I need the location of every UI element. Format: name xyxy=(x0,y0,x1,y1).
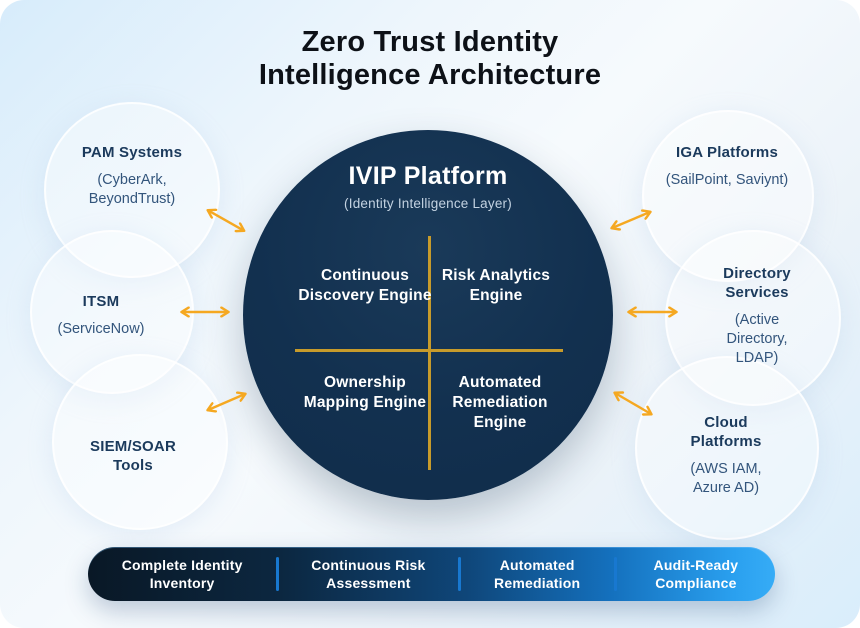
iga-detail: (SailPoint, Saviynt) xyxy=(665,172,789,188)
benefit-complete-identity-inventory: Complete Identity Inventory xyxy=(121,557,243,591)
engine-risk-analytics: Risk Analytics Engine xyxy=(441,267,551,304)
benefit-automated-remediation: Automated Remediation xyxy=(494,557,581,591)
pam-detail: (CyberArk, BeyondTrust) xyxy=(88,172,176,207)
external-system-itsm: ITSM (ServiceNow) xyxy=(31,292,171,339)
page-title-line2: Intelligence Architecture xyxy=(258,59,602,91)
page-title: Zero Trust Identity Intelligence Archite… xyxy=(0,26,860,92)
benefit-continuous-risk-assessment: Continuous Risk Assessment xyxy=(311,557,426,591)
engine-ownership-mapping: Ownership Mapping Engine xyxy=(303,374,427,411)
directory-name: Directory Services xyxy=(723,265,791,301)
ivip-platform-circle: IVIP Platform (Identity Intelligence Lay… xyxy=(243,130,613,500)
platform-name: IVIP Platform xyxy=(348,162,508,190)
directory-detail: (Active Directory, LDAP) xyxy=(726,312,788,366)
benefits-bar: Complete Identity Inventory Continuous R… xyxy=(88,547,775,601)
cloud-name: Cloud Platforms xyxy=(690,414,762,450)
siem-soar-name: SIEM/SOAR Tools xyxy=(90,438,176,474)
benefit-audit-ready-compliance: Audit-Ready Compliance xyxy=(653,557,739,591)
platform-subtitle: (Identity Intelligence Layer) xyxy=(344,196,512,211)
soft-circle-cloud xyxy=(635,356,819,540)
external-system-cloud: Cloud Platforms (AWS IAM, Azure AD) xyxy=(671,413,781,498)
itsm-name: ITSM xyxy=(82,293,120,310)
cloud-detail: (AWS IAM, Azure AD) xyxy=(690,461,762,496)
quadrant-divider-horizontal xyxy=(295,349,563,352)
benefits-divider-3 xyxy=(613,557,617,591)
quadrant-divider-vertical xyxy=(428,236,431,470)
soft-circle-siem xyxy=(52,354,228,530)
page-title-line1: Zero Trust Identity xyxy=(301,26,559,58)
pam-name: PAM Systems xyxy=(81,144,183,161)
external-system-directory: Directory Services (Active Directory, LD… xyxy=(707,264,807,368)
external-system-siem-soar: SIEM/SOAR Tools xyxy=(78,437,188,475)
iga-name: IGA Platforms xyxy=(675,144,779,161)
benefits-divider-1 xyxy=(276,557,280,591)
itsm-detail: (ServiceNow) xyxy=(57,321,145,337)
engine-continuous-discovery: Continuous Discovery Engine xyxy=(298,267,432,304)
engine-automated-remediation: Automated Remediation Engine xyxy=(452,374,548,431)
benefits-divider-2 xyxy=(457,557,461,591)
external-system-pam: PAM Systems (CyberArk, BeyondTrust) xyxy=(62,143,202,209)
external-system-iga: IGA Platforms (SailPoint, Saviynt) xyxy=(662,143,792,190)
